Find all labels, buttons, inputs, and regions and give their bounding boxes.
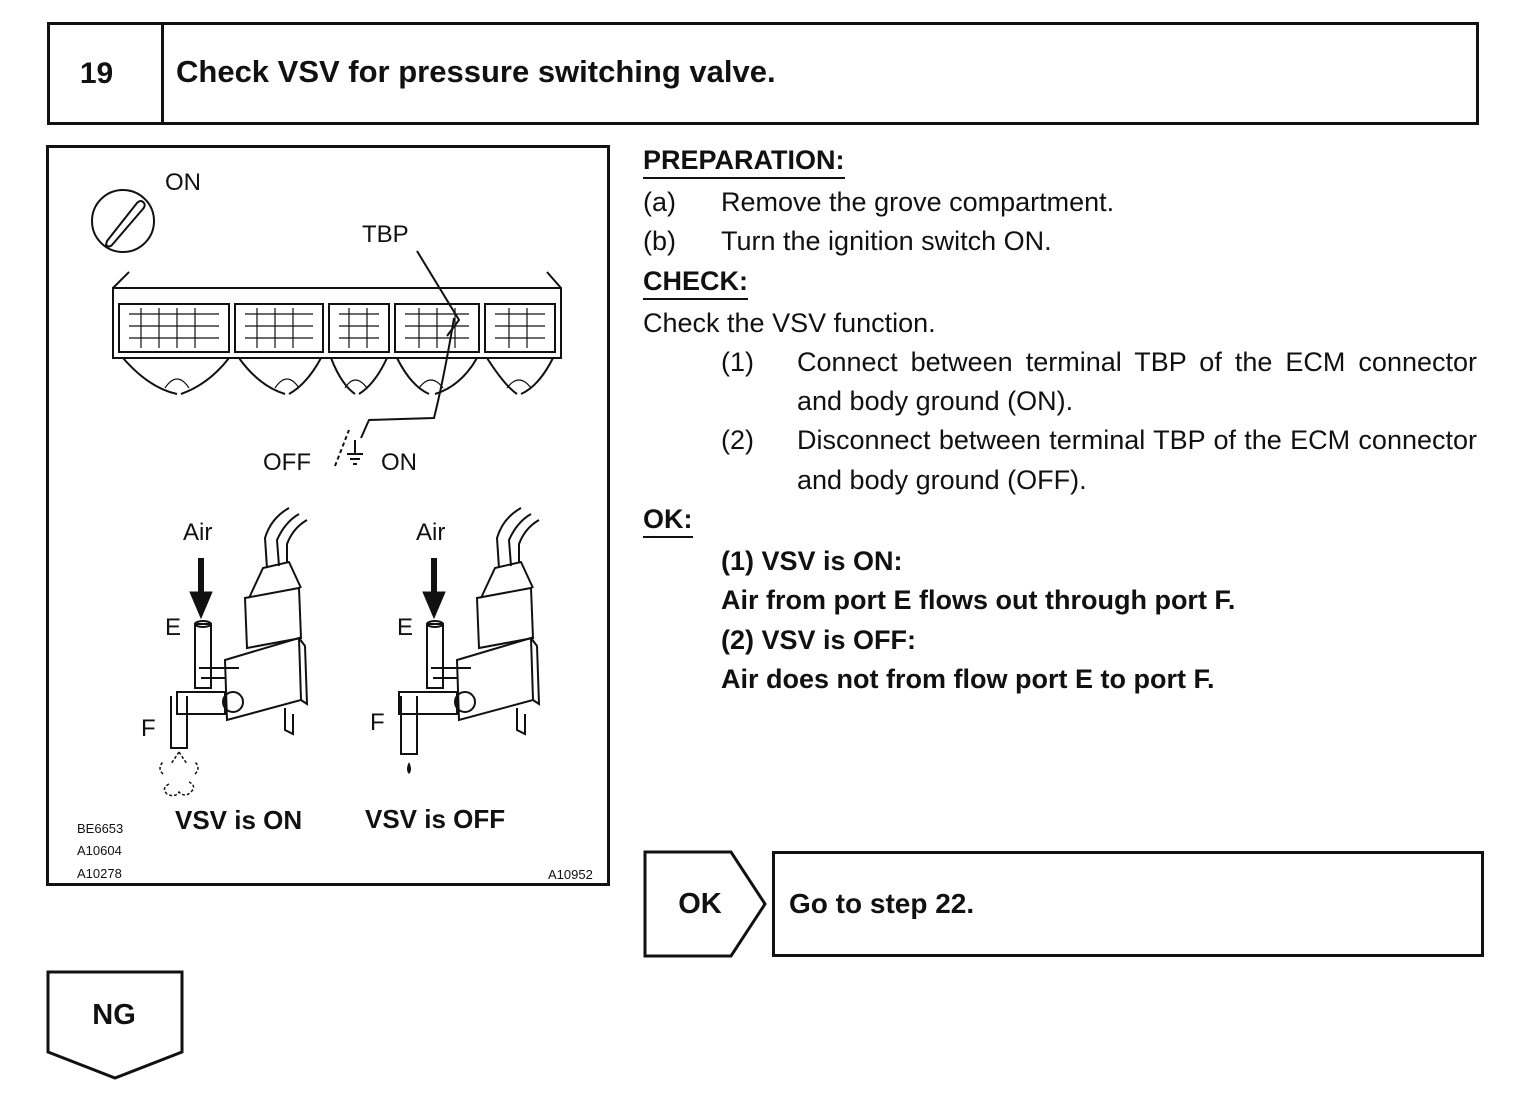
air-arrow-left-icon: [189, 558, 213, 620]
check-item: (2) Disconnect between terminal TBP of t…: [643, 421, 1493, 500]
ok-heading: OK:: [643, 503, 693, 539]
port-e-right-label: E: [397, 614, 413, 641]
vsv-illustration: ON TBP OFF ON Air: [46, 145, 610, 886]
ok-line: (1) VSV is ON:: [721, 546, 903, 577]
port-f-left-label: F: [141, 715, 156, 742]
preparation-item-label: (a): [643, 187, 676, 217]
switch-on-label: ON: [381, 449, 417, 476]
ignition-key-icon: [91, 189, 155, 253]
step-header: 19 Check VSV for pressure switching valv…: [47, 22, 1479, 125]
ok-line: Air from port E flows out through port F…: [721, 585, 1236, 616]
check-item: (1) Connect between terminal TBP of the …: [643, 343, 1493, 422]
check-item-text: Connect between terminal TBP of the ECM …: [797, 346, 1477, 417]
ignition-on-label: ON: [165, 169, 201, 196]
air-left-label: Air: [183, 519, 212, 546]
port-e-left-label: E: [165, 614, 181, 641]
ok-arrow-shape: [643, 850, 767, 958]
switch-off-label: OFF: [263, 449, 311, 476]
ok-criteria: (1) VSV is ON: Air from port E flows out…: [643, 542, 1493, 699]
preparation-item: (a) Remove the grove compartment.: [643, 183, 1493, 222]
tbp-label: TBP: [362, 221, 409, 248]
ok-line: (2) VSV is OFF:: [721, 624, 917, 655]
caption-vsv-off: VSV is OFF: [365, 804, 505, 834]
ecm-connector-icon: [112, 271, 562, 395]
figure-code-4: A10952: [548, 867, 593, 882]
probe-wire: [360, 250, 461, 439]
figure-code-2: A10604: [77, 843, 122, 858]
air-right-label: Air: [416, 519, 445, 546]
preparation-heading: PREPARATION:: [643, 144, 845, 179]
preparation-item: (b) Turn the ignition switch ON.: [643, 222, 1493, 261]
preparation-item-label: (b): [643, 226, 676, 257]
caption-vsv-on: VSV is ON: [175, 805, 302, 835]
port-f-right-label: F: [370, 709, 385, 736]
ok-result-action: Go to step 22.: [772, 851, 1484, 957]
vsv-diagram: ON TBP OFF ON Air: [77, 169, 593, 882]
vsv-valve-on-icon: [170, 507, 309, 749]
ng-result-label: NG: [92, 998, 136, 1031]
figure-code-1: BE6653: [77, 821, 123, 836]
ground-switch-icon: [334, 429, 363, 467]
ng-arrow-shape: [46, 970, 184, 1080]
step-number: 19: [50, 25, 164, 122]
check-heading: CHECK:: [643, 265, 748, 300]
ok-result-label: OK: [678, 887, 722, 920]
instructions: PREPARATION: (a) Remove the grove compar…: [643, 141, 1493, 699]
figure-code-3: A10278: [77, 866, 122, 881]
preparation-item-text: Remove the grove compartment.: [721, 187, 1115, 217]
vsv-valve-off-icon: [398, 507, 541, 755]
drip-icon: [407, 762, 411, 774]
check-item-label: (2): [721, 425, 754, 456]
check-intro: Check the VSV function.: [643, 307, 936, 338]
air-arrow-right-icon: [422, 558, 446, 620]
check-item-text: Disconnect between terminal TBP of the E…: [797, 425, 1477, 495]
step-title: Check VSV for pressure switching valve.: [176, 53, 776, 89]
airflow-out-icon: [159, 751, 199, 797]
check-item-label: (1): [721, 346, 754, 377]
ok-line: Air does not from flow port E to port F.: [721, 663, 1215, 694]
preparation-item-text: Turn the ignition switch ON.: [721, 226, 1052, 257]
